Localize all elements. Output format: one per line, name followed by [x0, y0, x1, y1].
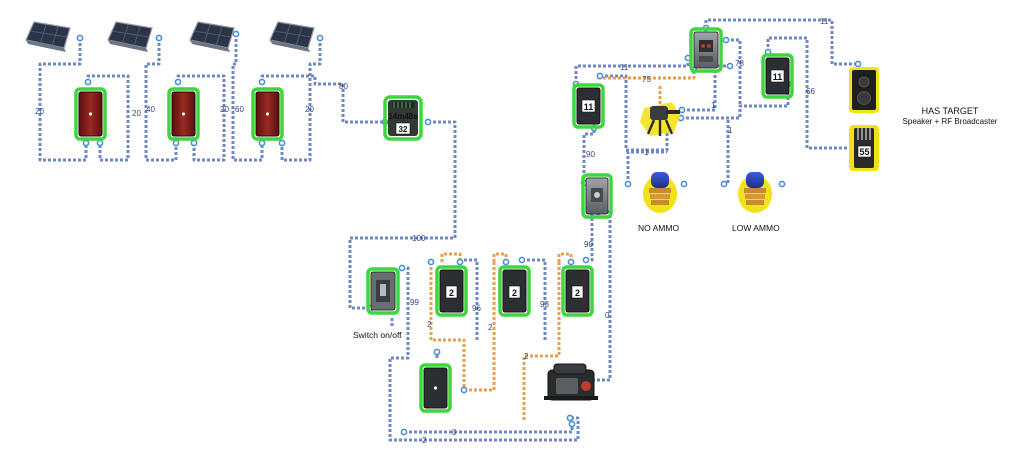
timer-time: 14m48s: [388, 112, 418, 121]
wire: [280, 38, 322, 162]
wire-label: 20: [35, 107, 44, 116]
siren-light[interactable]: [643, 172, 677, 213]
wire-label: 93: [540, 300, 549, 309]
wire-label: 96: [472, 304, 481, 313]
wire-label: 78: [735, 59, 744, 68]
wire: [466, 262, 496, 392]
wire: [586, 212, 594, 262]
small-battery[interactable]: 2: [561, 265, 594, 317]
wire-label: 11: [820, 17, 829, 26]
has-target-subtitle: Speaker + RF Broadcaster: [903, 117, 998, 126]
wire-label: 20: [305, 105, 314, 114]
wire-label: 100: [412, 234, 426, 243]
rf-broadcaster[interactable]: 55: [849, 125, 879, 171]
wire: [38, 38, 88, 162]
wire-label: 90: [586, 150, 595, 159]
wire-label: 11: [620, 63, 629, 72]
wire: [231, 34, 264, 162]
wire: [522, 258, 547, 340]
wire-label: 20: [132, 109, 141, 118]
wire-label: 2: [422, 436, 427, 445]
switch-label: Switch on/off: [353, 330, 402, 340]
wire-label: 40: [146, 105, 155, 114]
wire-label: 1: [644, 148, 649, 157]
wire: [176, 74, 226, 162]
wire-label: 75: [642, 75, 651, 84]
generator[interactable]: [544, 363, 598, 401]
wire: [404, 424, 574, 434]
small-battery-charge: 2: [575, 288, 580, 298]
low-ammo-label: LOW AMMO: [732, 223, 780, 233]
wire-label: 90: [584, 240, 593, 249]
large-battery[interactable]: 11: [572, 83, 605, 129]
small-battery[interactable]: 2: [435, 265, 468, 317]
siren-light[interactable]: [738, 172, 772, 213]
logic-device[interactable]: [689, 27, 723, 73]
rf-frequency: 55: [859, 147, 869, 157]
wire: [704, 18, 858, 66]
small-battery[interactable]: 2: [498, 265, 531, 317]
wire-labels: 20 20 40 20 60 20 80 100 99 96 93 2 2 2 …: [35, 17, 829, 445]
branch-device[interactable]: [167, 87, 200, 141]
solar-panel[interactable]: [189, 21, 235, 52]
solar-panel[interactable]: [25, 21, 71, 52]
small-battery-charge: 2: [512, 288, 517, 298]
wire-label: 1: [711, 101, 716, 110]
branch-device[interactable]: [74, 87, 107, 141]
wire-label: 99: [410, 298, 419, 307]
wire: [348, 120, 457, 310]
solar-panel[interactable]: [107, 21, 153, 52]
wire: [440, 252, 462, 262]
timer-device[interactable]: 14m48s 32: [383, 95, 423, 141]
electrical-branch[interactable]: [581, 173, 613, 219]
wire: [522, 262, 561, 420]
has-target-title: HAS TARGET: [922, 106, 979, 116]
timer-count: 32: [399, 125, 408, 134]
wire-label: 2: [427, 320, 432, 329]
wire-label: 2: [488, 323, 493, 332]
wire: [726, 38, 742, 104]
wire: [682, 64, 730, 112]
speaker[interactable]: [849, 67, 879, 113]
large-battery-charge: 11: [584, 102, 594, 112]
wire: [600, 74, 669, 152]
small-battery-charge: 2: [449, 288, 454, 298]
wire: [574, 58, 690, 84]
wire-label: 1: [728, 126, 733, 135]
wire-label: 0: [452, 428, 457, 437]
wire: [464, 258, 479, 340]
wire-label: 20: [220, 105, 229, 114]
wire: [144, 38, 178, 162]
wire: [626, 150, 667, 184]
wire-label: 2: [524, 352, 529, 361]
wire: [586, 210, 612, 382]
auto-turret[interactable]: [640, 102, 680, 136]
no-ammo-label: NO AMMO: [638, 223, 679, 233]
root-battery[interactable]: [419, 363, 452, 413]
large-battery-charge: 11: [773, 72, 783, 82]
wire-label: 80: [339, 82, 348, 91]
wire: [429, 262, 466, 390]
wire: [388, 266, 580, 442]
wire-label: 66: [806, 87, 815, 96]
wire: [260, 74, 385, 124]
solar-panel[interactable]: [269, 21, 315, 52]
large-battery[interactable]: 11: [761, 53, 794, 99]
wire: [86, 74, 130, 162]
switch-device[interactable]: [366, 267, 400, 315]
wire: [766, 36, 858, 150]
wire-label: 60: [235, 105, 244, 114]
wire-label: 0: [605, 311, 610, 320]
branch-device[interactable]: [251, 87, 284, 141]
